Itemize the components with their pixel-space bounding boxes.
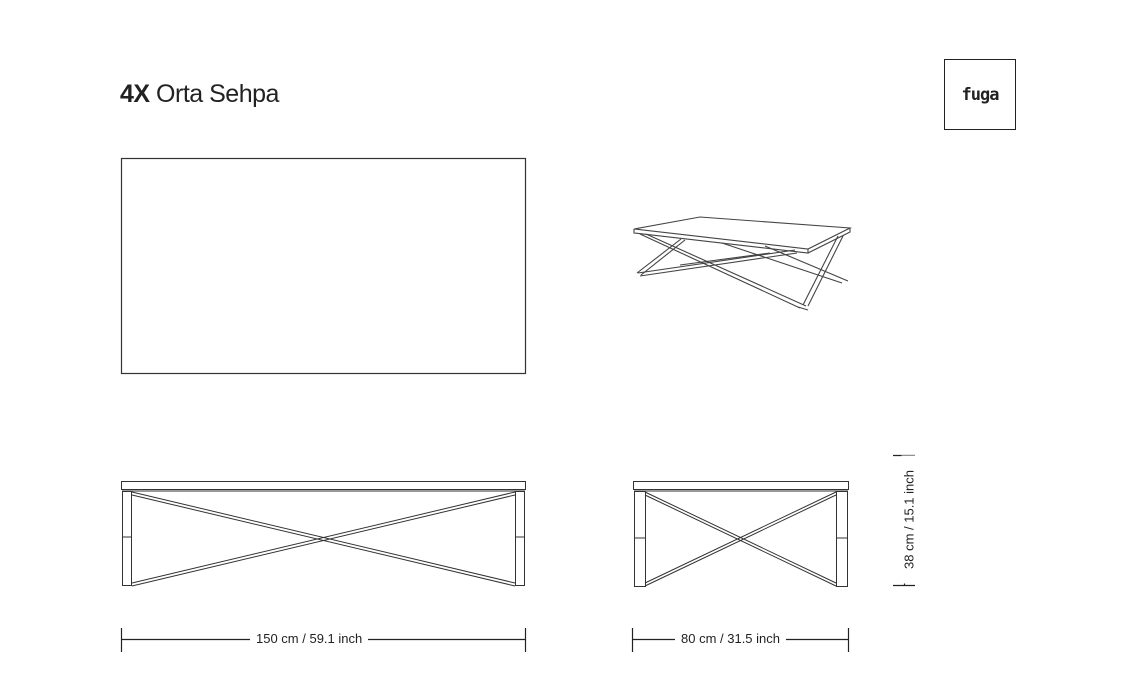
dimension-lines — [120, 454, 915, 652]
brand-logo: fuga — [944, 59, 1016, 130]
side-view — [633, 481, 849, 587]
width-dimension: 80 cm / 31.5 inch — [675, 631, 786, 646]
height-dimension: 38 cm / 15.1 inch — [901, 455, 917, 584]
length-dimension: 150 cm / 59.1 inch — [250, 631, 369, 646]
top-view — [120, 157, 527, 375]
front-view — [121, 481, 526, 587]
product-name: Orta Sehpa — [156, 80, 279, 108]
model-code: 4X — [120, 80, 150, 108]
page-title: 4X Orta Sehpa — [120, 80, 279, 109]
perspective-view — [633, 216, 853, 311]
